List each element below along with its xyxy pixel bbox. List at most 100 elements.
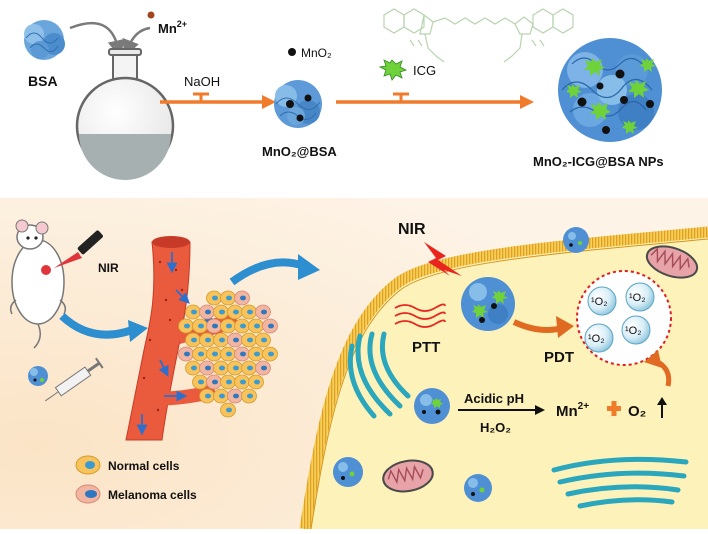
tumor-to-cell-arrow [229, 258, 306, 286]
cell-nucleus [191, 337, 197, 343]
naoh-label: NaOH [184, 74, 220, 89]
ptt-label: PTT [412, 339, 440, 356]
cell-nucleus [247, 309, 253, 315]
singlet-oxygen-4: ¹O₂ [625, 325, 642, 337]
cell-nucleus [226, 323, 232, 329]
icg-chemical-structure [383, 8, 574, 63]
nir-laser-icon [54, 230, 103, 268]
reaction-nanoparticle-icon [414, 388, 450, 424]
mno2-bsa-label: MnO₂@BSA [262, 144, 337, 159]
cell-nucleus [212, 379, 218, 385]
cell-nucleus [226, 295, 232, 301]
cell-nucleus [219, 365, 225, 371]
singlet-oxygen-group: ¹O₂ ¹O₂ ¹O₂ ¹O₂ [584, 282, 655, 353]
cell-nucleus [261, 365, 267, 371]
up-arrow-icon [657, 397, 667, 418]
cell-nucleus [226, 407, 232, 413]
cell-nucleus [219, 309, 225, 315]
mno2-bsa-particle-icon [274, 80, 322, 128]
cell-nucleus [233, 365, 239, 371]
cell-nucleus [240, 295, 246, 301]
cell-nucleus [226, 351, 232, 357]
melanoma-cells-label: Melanoma cells [108, 488, 197, 502]
cell-nucleus [233, 337, 239, 343]
cell-nucleus [247, 393, 253, 399]
bsa-to-flask-arrow [69, 21, 125, 58]
cell-nanoparticle-small-1 [563, 227, 589, 253]
cell-nucleus [240, 379, 246, 385]
mn-to-flask-arrow [122, 26, 151, 58]
cell-nucleus [254, 351, 260, 357]
mn-product-label: Mn2+ [556, 401, 589, 420]
cell-legend: Normal cells Melanoma cells [75, 455, 197, 504]
singlet-oxygen-2: ¹O₂ [629, 292, 646, 304]
round-bottom-flask-icon [75, 48, 175, 180]
singlet-oxygen-3: ¹O₂ [588, 333, 605, 345]
acidic-ph-label: Acidic pH [464, 391, 524, 406]
mitochondrion-upper-icon [645, 245, 699, 279]
cell-nucleus [247, 365, 253, 371]
cell-nucleus [254, 323, 260, 329]
h2o2-label: H₂O₂ [480, 420, 511, 435]
cell-nucleus [233, 309, 239, 315]
cell-nanoparticle-small-3 [464, 474, 492, 502]
tumor-tissue [178, 290, 278, 418]
synthesis-panel: BSA Mn2+ NaOH MnO₂ [24, 8, 664, 180]
cell-nucleus [233, 393, 239, 399]
cell-nucleus [191, 309, 197, 315]
mn-ion-dot [147, 11, 155, 19]
cell-nucleus [219, 393, 225, 399]
therapy-panel: NIR [0, 198, 708, 530]
plus-icon [607, 401, 621, 416]
o2-label: O₂ [628, 403, 646, 420]
product-label: MnO₂-ICG@BSA NPs [533, 154, 664, 169]
cell-nucleus [268, 323, 274, 329]
singlet-oxygen-1: ¹O₂ [591, 296, 608, 308]
pdt-label: PDT [544, 349, 574, 366]
golgi-apparatus-icon [347, 331, 411, 419]
injected-nanoparticle-icon [28, 366, 48, 386]
cell-nucleus [184, 323, 190, 329]
mouse-icon [9, 219, 67, 349]
heat-waves-icon [394, 303, 446, 328]
cell-nucleus [226, 379, 232, 385]
mno2-icg-bsa-nanoparticle-icon [558, 38, 662, 142]
icg-star-icon [378, 59, 408, 81]
mouse-to-tumor-arrow [59, 312, 134, 339]
syringe-icon [44, 357, 104, 402]
cell-nucleus [198, 379, 204, 385]
cell-nanoparticle-icon [461, 277, 515, 331]
bsa-protein-icon [24, 20, 65, 60]
nir-lightning-icon [424, 242, 462, 276]
cell-nucleus [205, 309, 211, 315]
icg-legend-label: ICG [413, 63, 436, 78]
cell-nir-label: NIR [398, 221, 426, 238]
mno2-dot-icon [288, 48, 296, 56]
cell-nucleus [184, 351, 190, 357]
normal-cells-label: Normal cells [108, 459, 180, 473]
cell-nucleus [198, 323, 204, 329]
cell-nucleus [212, 295, 218, 301]
bsa-label: BSA [28, 73, 58, 89]
cell-nucleus [205, 393, 211, 399]
cell-nucleus [191, 365, 197, 371]
cell-nucleus [205, 337, 211, 343]
cell-nucleus [219, 337, 225, 343]
mn-ion-label: Mn2+ [158, 19, 187, 36]
cell-nucleus [240, 323, 246, 329]
cell-nucleus [212, 323, 218, 329]
cell-nucleus [261, 337, 267, 343]
cell-nucleus [212, 351, 218, 357]
mitochondrion-lower-icon [382, 459, 434, 493]
cell-nucleus [254, 379, 260, 385]
golgi-apparatus-lower-icon [551, 456, 689, 509]
singlet-oxygen-zone [576, 270, 672, 366]
cell-nucleus [240, 351, 246, 357]
cell-nucleus [205, 365, 211, 371]
mno2-legend-label: MnO₂ [301, 46, 332, 60]
cell-nucleus [247, 337, 253, 343]
cell-nucleus [198, 351, 204, 357]
cell-nanoparticle-small-2 [333, 457, 363, 487]
